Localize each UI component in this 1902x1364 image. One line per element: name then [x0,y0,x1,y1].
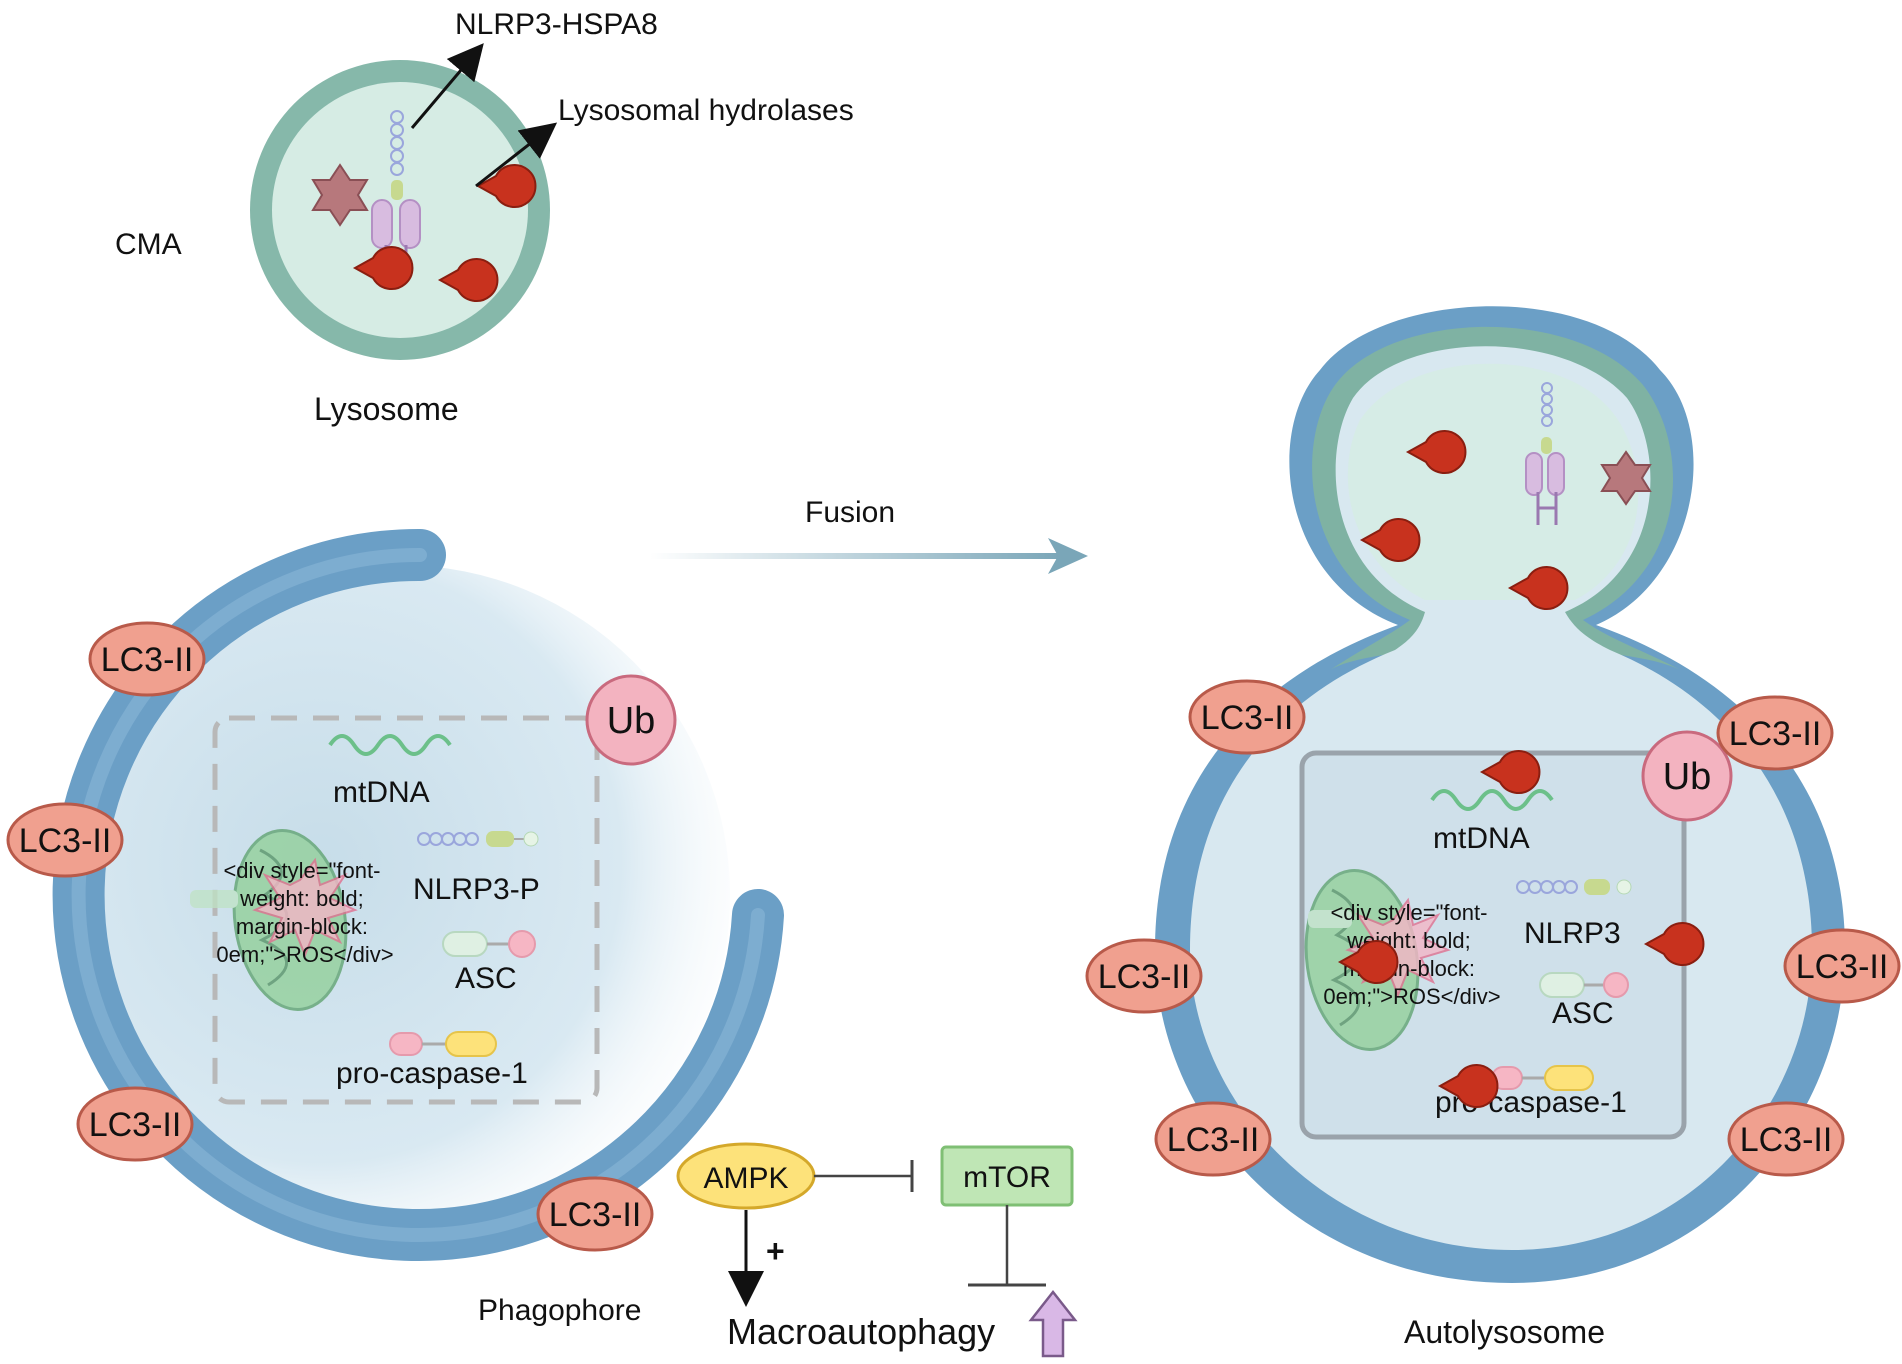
phagophore-lumen [70,565,730,1225]
mtdna-icon [328,734,452,756]
asc-label: ASC [455,962,517,995]
asc-label: ASC [1552,997,1614,1030]
plus-sign: + [766,1233,785,1269]
ros-line: <div style="font- [223,858,380,883]
fusion-label: Fusion [805,496,895,529]
lc3-badge: LC3-II [88,621,206,697]
lc3-badge: LC3-II [1085,938,1203,1014]
ros-text: <div style="font- weight: bold; margin-b… [216,858,393,967]
mtor-node: mTOR [940,1145,1074,1207]
ampk-node: AMPK [676,1142,816,1210]
cargo-box [212,715,600,1105]
ampk-label: AMPK [703,1162,788,1195]
ub-badge: Ub [585,674,677,766]
nlrp3-icon [417,831,539,847]
lc3-badge: LC3-II [1716,695,1834,771]
lc3-label: LC3-II [1729,715,1822,753]
ros-burst-icon [252,857,358,958]
nlrp3-hspa8-pointer [410,43,484,129]
up-arrow-icon [1028,1289,1078,1358]
lc3-label: LC3-II [1201,699,1294,737]
autolysosome-label: Autolysosome [1404,1314,1605,1350]
ros-star-icon [1600,450,1652,506]
lc3-badge: LC3-II [536,1176,654,1252]
lc3-badge: LC3-II [76,1086,194,1162]
lc3-label: LC3-II [1796,948,1889,986]
nlrp3-label: NLRP3-P [413,873,540,906]
mtdna-icon [1430,789,1554,811]
asc-icon [1539,972,1629,998]
lysosome-label: Lysosome [314,391,459,427]
lc3-badge: LC3-II [1727,1101,1845,1177]
ros-star-icon [311,163,369,227]
fusion-arrow [650,538,1088,574]
ub-badge: Ub [1641,730,1733,822]
pro-caspase-icon [389,1031,497,1057]
ub-label: Ub [1663,756,1712,798]
lc3-badge: LC3-II [1154,1101,1272,1177]
ub-label: Ub [607,700,656,742]
lc3-badge: LC3-II [1188,679,1306,755]
lc3-label: LC3-II [549,1196,642,1234]
asc-icon [442,930,536,958]
lc3-label: LC3-II [19,822,112,860]
lc3-label: LC3-II [89,1106,182,1144]
lysosome [250,60,550,360]
mtor-label: mTOR [963,1161,1051,1194]
lysosomal-hydrolases-label: Lysosomal hydrolases [558,94,854,127]
ros-line: <div style="font- [1330,900,1487,925]
pro-caspase-icon [1491,1065,1594,1091]
pro-caspase-label: pro-caspase-1 [336,1057,528,1090]
macroautophagy-label: Macroautophagy [727,1311,995,1352]
cma-label: CMA [115,228,182,261]
mtdna-label: mtDNA [333,776,430,809]
ros-line: margin-block: [236,914,368,939]
ros-line: weight: bold; [239,886,364,911]
nlrp3-label: NLRP3 [1524,917,1621,950]
lc3-label: LC3-II [1098,958,1191,996]
ros-line: 0em;">ROS</div> [216,942,393,967]
ros-line: 0em;">ROS</div> [1323,984,1500,1009]
mtdna-label: mtDNA [1433,822,1530,855]
phagophore-label: Phagophore [478,1294,641,1327]
hydrolases-pointer [475,122,558,188]
lc3-label: LC3-II [1167,1121,1260,1159]
nlrp3-hspa8-label: NLRP3-HSPA8 [455,8,658,41]
lc3-badge: LC3-II [1783,928,1901,1004]
autolysosome: mtDNA NLRP3 ASC pro-caspase-1 <div style… [1155,306,1845,1283]
lamp2a-receptor-icon [1525,382,1565,525]
lc3-label: LC3-II [101,641,194,679]
lc3-badge: LC3-II [6,802,124,878]
lc3-label: LC3-II [1740,1121,1833,1159]
nlrp3-icon [1516,879,1632,895]
